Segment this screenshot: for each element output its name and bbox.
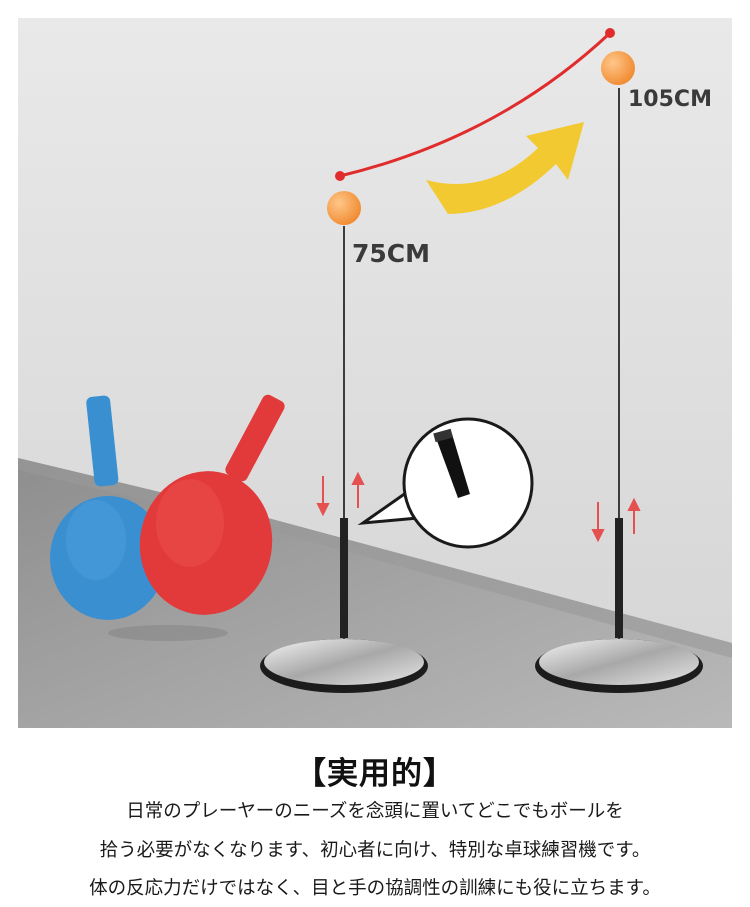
height-label-low: 75CM bbox=[352, 239, 430, 268]
product-photo: 75CM 105CM bbox=[18, 18, 732, 728]
ball-right bbox=[601, 51, 635, 85]
connector-zoom-bubble bbox=[357, 417, 534, 549]
height-label-high: 105CM bbox=[628, 87, 712, 112]
paddle-red bbox=[139, 394, 285, 615]
description-line-3: 体の反応力だけではなく、目と手の協調性の訓練にも役に立ちます。 bbox=[89, 878, 661, 899]
adjust-arrows-icon bbox=[316, 471, 641, 543]
trajectory-arc bbox=[339, 31, 612, 178]
description-line-2: 拾う必要がなくなります、初心者に向け、特別な卓球練習機です。 bbox=[99, 840, 651, 861]
description-line-1: 日常のプレーヤーのニーズを念頭に置いてどこでもボールを bbox=[126, 801, 624, 822]
paddle-blue bbox=[50, 395, 166, 620]
section-heading: 【実用的】 bbox=[295, 756, 455, 792]
arrow-icon bbox=[426, 122, 584, 214]
ball-left bbox=[327, 191, 361, 225]
